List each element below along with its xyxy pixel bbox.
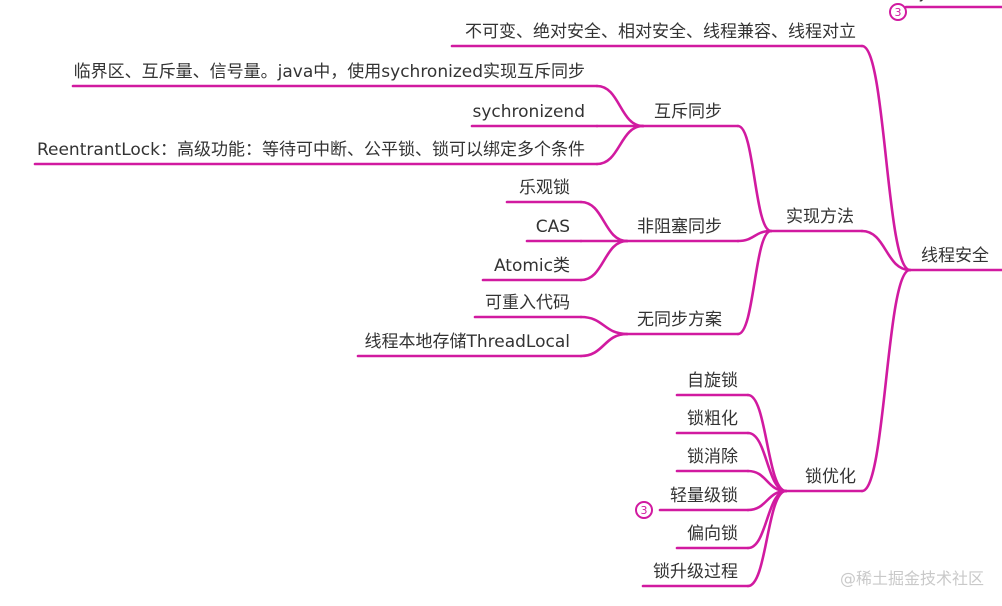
edge-nonblocking-leaf-3 [579, 239, 629, 282]
lockopt-leaf-6[interactable]: 锁升级过程 [641, 562, 750, 588]
nonblocking-leaf-1[interactable]: 乐观锁 [505, 178, 583, 204]
root-node[interactable]: 线程安全 [908, 246, 1002, 272]
edge-mutex-leaf-3 [595, 124, 645, 166]
svg-text:3: 3 [641, 504, 648, 517]
nonblocking-leaf-3-label: Atomic类 [494, 256, 570, 276]
lockopt-leaf-2[interactable]: 锁粗化 [675, 409, 750, 435]
nonblocking-leaf-1-label: 乐观锁 [519, 178, 570, 198]
lockopt-leaf-5-label: 偏向锁 [687, 524, 738, 544]
edge-mutex-leaf-1 [595, 84, 645, 128]
nonblocking-leaf-2[interactable]: CAS [525, 217, 583, 243]
java-thread-count-badge[interactable]: 3 [889, 3, 907, 21]
node-no-sync[interactable]: 无同步方案 [625, 310, 740, 336]
node-impl-methods[interactable]: 实现方法 [769, 207, 864, 233]
mutex-leaf-3[interactable]: ReentrantLock：高级功能：等待可中断、公平锁、锁可以绑定多个条件 [33, 140, 599, 166]
mutex-leaf-3-label: ReentrantLock：高级功能：等待可中断、公平锁、锁可以绑定多个条件 [37, 140, 585, 160]
mutex-leaf-1-label: 临界区、互斥量、信号量。java中，使用sychronized实现互斥同步 [74, 61, 585, 82]
edge-lockopt-leaf-1 [746, 393, 788, 493]
lockopt-leaf-3-label: 锁消除 [687, 447, 738, 467]
watermark: @稀土掘金技术社区 [840, 569, 984, 588]
node-impl-methods-label: 实现方法 [786, 207, 854, 227]
edge-root-levels [860, 44, 912, 272]
node-safety-levels[interactable]: 不可变、绝对安全、相对安全、线程兼容、线程对立 [450, 22, 864, 48]
lockopt-leaf-3[interactable]: 锁消除 [675, 447, 750, 473]
node-mutex-sync[interactable]: 互斥同步 [641, 102, 740, 128]
lockopt-leaf-6-label: 锁升级过程 [653, 562, 738, 582]
lockopt-leaf-1-label: 自旋锁 [687, 371, 738, 391]
nonblocking-leaf-3[interactable]: Atomic类 [481, 256, 583, 282]
lockopt-leaf-4-label: 轻量级锁 [670, 486, 738, 506]
nosync-leaf-2[interactable]: 线程本地存储ThreadLocal [356, 332, 583, 358]
node-nonblocking-sync[interactable]: 非阻塞同步 [625, 217, 740, 243]
edge-lockopt-leaf-6 [746, 489, 788, 588]
node-no-sync-label: 无同步方案 [637, 310, 722, 330]
edge-root-lockopt [860, 268, 912, 493]
node-java-thread-partial[interactable]: java线程 [904, 0, 1002, 9]
node-mutex-sync-label: 互斥同步 [654, 102, 722, 122]
mindmap-nodes: 线程安全 java线程 3 不可变、绝对安全、相对安全、线程兼容、线程对立实现方法锁优… [33, 0, 1002, 588]
lockopt-leaf-5[interactable]: 偏向锁 [675, 524, 750, 550]
mutex-leaf-1[interactable]: 临界区、互斥量、信号量。java中，使用sychronized实现互斥同步 [71, 61, 599, 88]
nosync-leaf-1[interactable]: 可重入代码 [473, 293, 583, 319]
edge-impl-nosync [736, 229, 773, 336]
lockopt-leaf-2-label: 锁粗化 [687, 409, 738, 429]
node-java-thread-partial-label: java线程 [919, 0, 990, 3]
edge-nonblocking-leaf-1 [579, 200, 629, 243]
lightweight-lock-count-badge[interactable]: 3 [635, 501, 653, 519]
root-node-label: 线程安全 [921, 246, 989, 266]
nosync-leaf-1-label: 可重入代码 [485, 293, 570, 313]
node-lock-optimization[interactable]: 锁优化 [784, 467, 864, 493]
nonblocking-leaf-2-label: CAS [536, 217, 570, 237]
node-lock-optimization-label: 锁优化 [805, 467, 856, 487]
nosync-leaf-2-label: 线程本地存储ThreadLocal [364, 332, 570, 352]
svg-text:3: 3 [895, 6, 902, 19]
lockopt-leaf-4[interactable]: 轻量级锁 [658, 486, 750, 512]
mindmap-edges [579, 44, 912, 588]
edge-impl-mutex [736, 124, 773, 233]
mutex-leaf-2[interactable]: sychronizend [470, 102, 599, 128]
mutex-leaf-2-label: sychronizend [472, 102, 585, 122]
edge-root-impl [860, 229, 912, 272]
edge-nosync-leaf-2 [579, 332, 629, 358]
node-nonblocking-sync-label: 非阻塞同步 [637, 217, 722, 237]
lockopt-leaf-1[interactable]: 自旋锁 [675, 371, 750, 397]
node-safety-levels-label: 不可变、绝对安全、相对安全、线程兼容、线程对立 [465, 22, 856, 42]
edge-nosync-leaf-1 [579, 315, 629, 336]
